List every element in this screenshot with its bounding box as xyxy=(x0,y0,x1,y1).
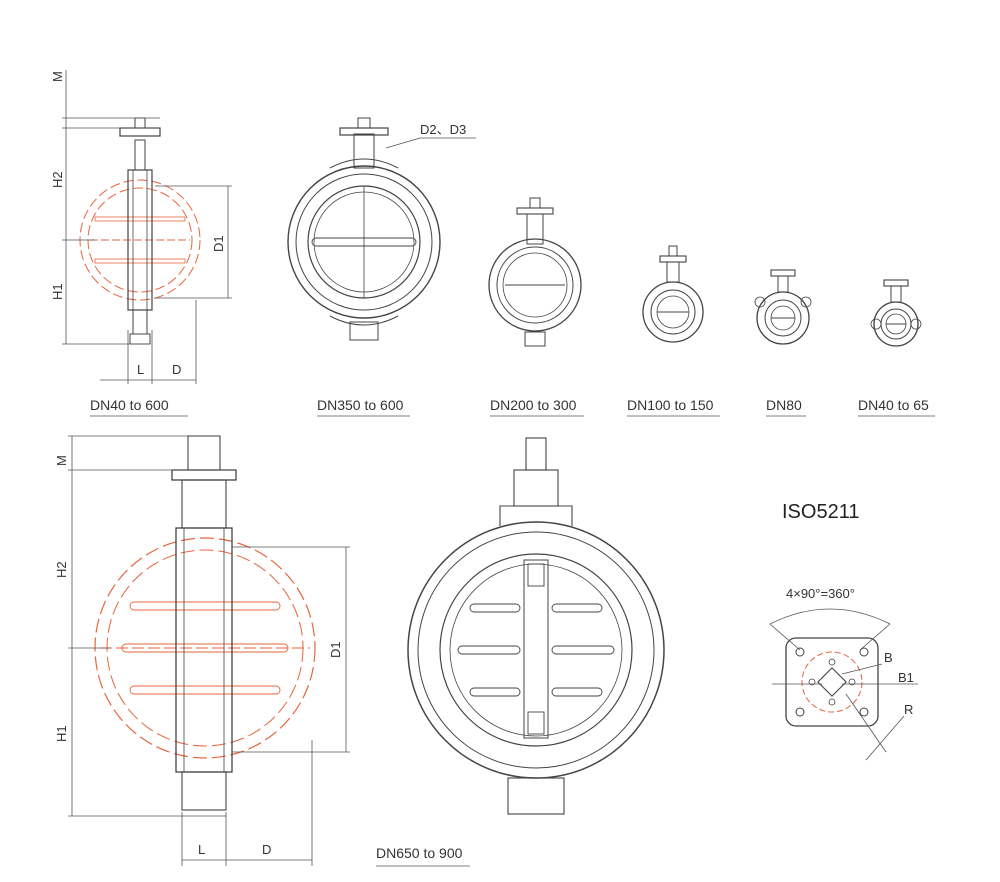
iso-angle-label: 4×90°=360° xyxy=(786,586,855,601)
dim-d-large: D xyxy=(262,842,271,857)
dim-h1-large: H1 xyxy=(54,725,69,742)
dim-h2-small: H2 xyxy=(50,171,65,188)
caption-dn100-150: DN100 to 150 xyxy=(627,397,714,413)
dim-d2-d3: D2、D3 xyxy=(420,122,466,137)
caption-dn650-900: DN650 to 900 xyxy=(376,845,463,861)
top-captions: DN40 to 600 DN350 to 600 DN200 to 300 DN… xyxy=(90,397,935,417)
dim-h1-small: H1 xyxy=(50,283,65,300)
dim-m-large: M xyxy=(54,455,69,466)
caption-dn350-600: DN350 to 600 xyxy=(317,397,404,413)
front-view-dn40 xyxy=(870,279,922,347)
front-view-dn650: DN650 to 900 xyxy=(376,437,665,867)
iso-label-b1: B1 xyxy=(898,670,914,685)
caption-dn40-600: DN40 to 600 xyxy=(90,397,169,413)
iso-label-b: B xyxy=(884,650,893,665)
side-view-small: M H2 H1 D1 L D xyxy=(50,70,232,384)
dim-d1-large: D1 xyxy=(328,641,343,658)
caption-dn200-300: DN200 to 300 xyxy=(490,397,577,413)
front-view-dn350: D2、D3 xyxy=(287,117,476,341)
iso5211-flange: ISO5211 4×90°=360° B B1 R xyxy=(769,501,918,761)
dim-h2-large: H2 xyxy=(54,561,69,578)
caption-dn80: DN80 xyxy=(766,397,802,413)
dim-d1-small: D1 xyxy=(211,235,226,252)
caption-dn40-65: DN40 to 65 xyxy=(858,397,929,413)
dim-l-small: L xyxy=(137,362,144,377)
dim-m-small: M xyxy=(50,71,65,82)
iso-title: ISO5211 xyxy=(782,501,859,523)
front-view-dn80 xyxy=(754,269,812,345)
front-view-dn100 xyxy=(642,245,704,343)
front-view-dn200 xyxy=(488,197,582,347)
dim-d-small: D xyxy=(172,362,181,377)
side-view-large: M H2 H1 D1 L D xyxy=(54,435,350,866)
iso-label-r: R xyxy=(904,702,913,717)
dim-l-large: L xyxy=(198,842,205,857)
